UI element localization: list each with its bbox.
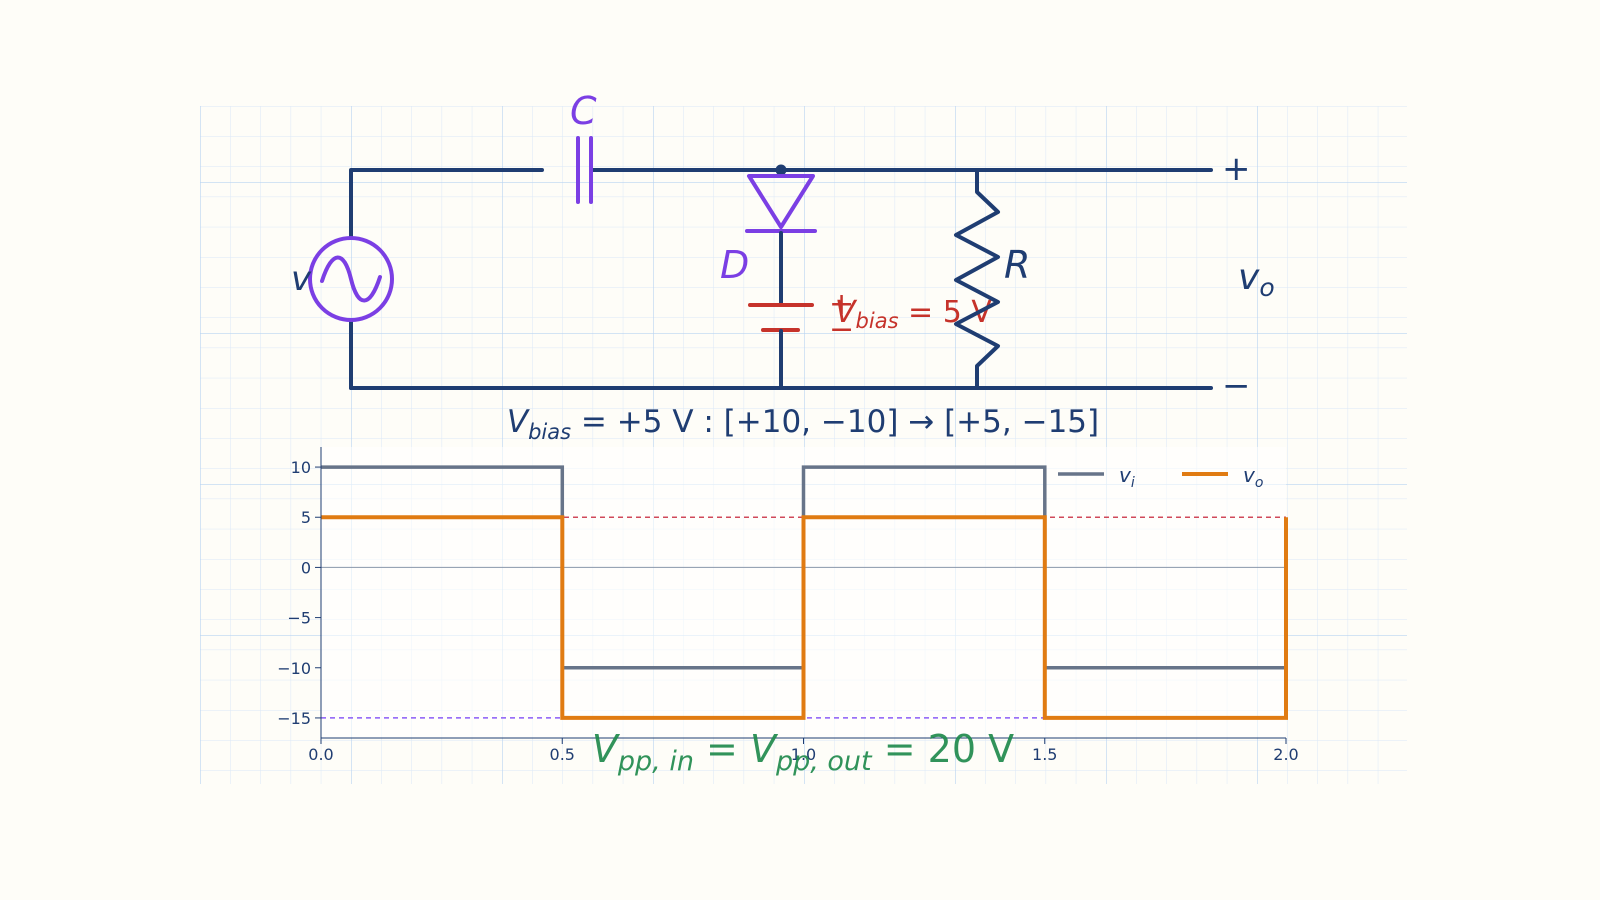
- x-tick-label: 1.5: [1032, 745, 1057, 764]
- output-voltage-label: vo: [1238, 257, 1275, 302]
- y-tick-label: −15: [277, 709, 311, 728]
- x-tick-label: 0.5: [550, 745, 575, 764]
- source-label: v: [291, 259, 312, 299]
- y-tick-label: 0: [301, 558, 311, 577]
- bias-battery: + − Vbias = 5 V: [748, 287, 992, 390]
- y-tick-label: 5: [301, 508, 311, 527]
- diode-label: D: [720, 243, 749, 287]
- y-tick-label: 10: [291, 458, 311, 477]
- chart-legend: vi vo: [1058, 463, 1263, 491]
- vpp-equation: Vpp, in = Vpp, out = 20 V: [592, 727, 1014, 777]
- battery-plus-sign: +: [829, 287, 854, 322]
- x-tick-label: 1.0: [791, 745, 816, 764]
- y-tick-label: −10: [277, 659, 311, 678]
- y-tick-label: −5: [287, 609, 311, 628]
- output-minus-sign: −: [1222, 366, 1251, 406]
- x-tick-label: 0.0: [308, 745, 333, 764]
- wire-top-left: [349, 168, 544, 240]
- output-plus-sign: +: [1222, 149, 1251, 189]
- ac-source: v: [291, 236, 394, 322]
- circuit-schematic: v C D + − Vbias = 5 V R: [291, 89, 1275, 406]
- legend-vo-label: vo: [1243, 463, 1263, 491]
- battery-minus-sign: −: [829, 312, 854, 347]
- capacitor-label: C: [570, 89, 597, 133]
- waveform-chart: 10 5 0 −5 −10 −15 0.0 0.5 1.0 1.5 2.0 vi vo: [277, 447, 1299, 764]
- legend-vi-label: vi: [1119, 463, 1135, 491]
- series-line-vo: [321, 515, 1288, 720]
- resistor: R: [954, 168, 1030, 390]
- capacitor: C: [570, 89, 597, 204]
- x-tick-label: 2.0: [1273, 745, 1298, 764]
- bias-equation: Vbias = +5 V : [+10, −10] → [+5, −15]: [507, 404, 1099, 444]
- resistor-label: R: [1004, 243, 1030, 287]
- diode: D: [720, 168, 817, 306]
